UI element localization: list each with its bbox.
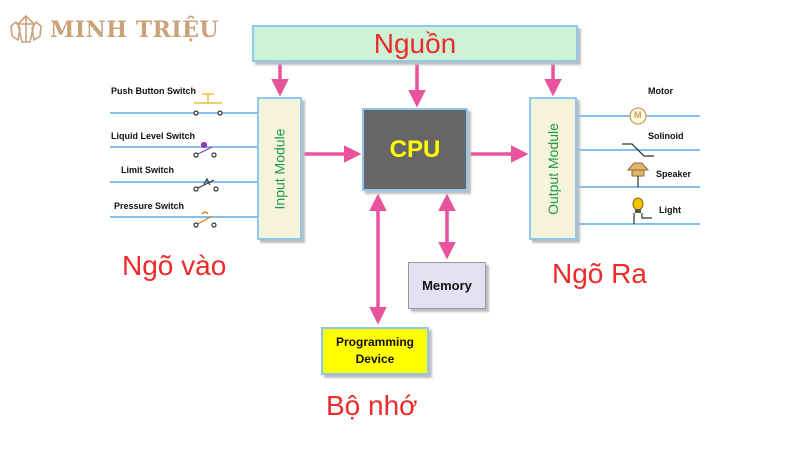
output-module-label: Output Module bbox=[545, 122, 561, 215]
limit-switch-icon bbox=[193, 177, 219, 192]
input-module-box: Input Module bbox=[257, 97, 302, 240]
inputs-section-label: Ngõ vào bbox=[122, 250, 227, 281]
input-module-label: Input Module bbox=[271, 128, 288, 209]
pressure-switch-icon bbox=[193, 211, 217, 228]
output-device-label: Speaker bbox=[656, 169, 692, 179]
output-device-label: Solinoid bbox=[648, 131, 684, 141]
cpu-box: CPU bbox=[362, 108, 468, 191]
input-device-label: Pressure Switch bbox=[114, 201, 185, 211]
source-bar: Nguồn bbox=[252, 25, 578, 62]
programming-device-line2: Device bbox=[355, 352, 395, 366]
solenoid-icon bbox=[622, 143, 654, 157]
brand-name: MINH TRIỆU bbox=[50, 17, 220, 43]
programming-device-line1: Programming bbox=[335, 335, 414, 349]
push-button-icon bbox=[193, 93, 223, 116]
input-device-label: Liquid Level Switch bbox=[111, 131, 196, 141]
memory-label: Memory bbox=[422, 278, 472, 293]
output-device-label: Light bbox=[659, 205, 681, 215]
light-bulb-icon bbox=[632, 197, 652, 224]
memory-section-label: Bộ nhớ bbox=[326, 390, 418, 421]
input-device-label: Limit Switch bbox=[121, 165, 175, 175]
outputs-section-label: Ngõ Ra bbox=[552, 258, 647, 289]
brand-logo: MINH TRIỆU bbox=[8, 14, 219, 46]
input-device-label: Push Button Switch bbox=[111, 86, 196, 96]
liquid-level-switch-icon bbox=[193, 141, 217, 158]
output-module-box: Output Module bbox=[529, 97, 577, 240]
speaker-icon bbox=[626, 162, 650, 187]
memory-box: Memory bbox=[408, 262, 486, 309]
programming-device-box: Programming Device bbox=[321, 327, 429, 375]
output-device-label: Motor bbox=[648, 86, 673, 96]
motor-icon bbox=[629, 107, 647, 125]
source-label: Nguồn bbox=[373, 27, 457, 59]
cpu-label: CPU bbox=[389, 135, 441, 163]
crystal-gem-icon bbox=[10, 15, 42, 43]
motor-icon-glyph: M bbox=[634, 110, 642, 120]
